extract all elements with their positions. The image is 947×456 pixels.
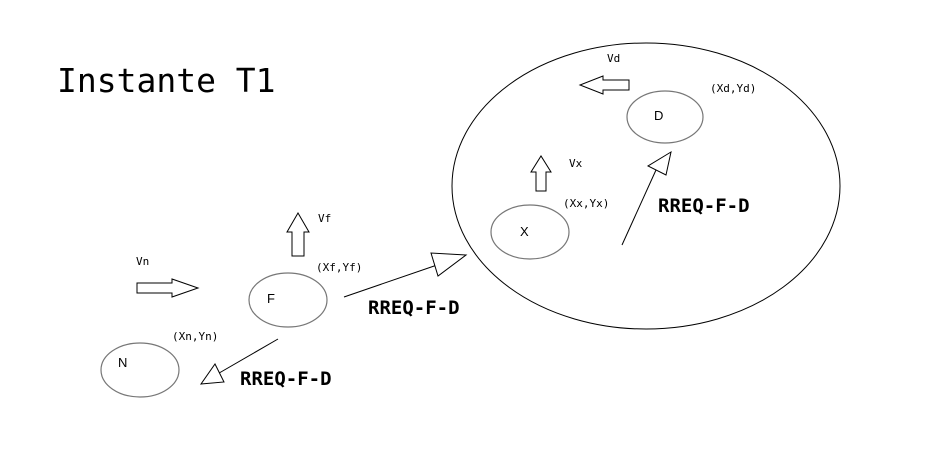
node-n-coord: (Xn,Yn)	[172, 330, 218, 343]
node-d-coord: (Xd,Yd)	[710, 82, 756, 95]
diagram-title: Instante T1	[57, 61, 276, 100]
x-to-d-line	[621, 169, 657, 246]
node-f-coord: (Xf,Yf)	[316, 261, 362, 274]
vx-arrow	[530, 155, 552, 192]
node-f	[248, 272, 328, 328]
node-x-label: X	[520, 224, 529, 239]
node-x-coord: (Xx,Yx)	[563, 197, 609, 210]
node-d-label: D	[654, 108, 663, 123]
vf-arrow	[286, 212, 310, 257]
f-to-n-arrowhead	[199, 363, 225, 385]
node-n-label: N	[118, 355, 127, 370]
node-n	[100, 342, 180, 398]
node-d	[626, 90, 704, 144]
vx-label: Vx	[569, 157, 583, 170]
vd-arrow	[578, 75, 630, 95]
node-x	[490, 204, 570, 260]
vn-label: Vn	[136, 255, 149, 268]
f-to-x-line	[343, 263, 441, 298]
f-to-x-message: RREQ-F-D	[368, 297, 460, 319]
f-to-n-message: RREQ-F-D	[240, 368, 332, 390]
f-to-x-arrowhead	[430, 252, 468, 277]
node-f-label: F	[267, 291, 275, 306]
x-to-d-message: RREQ-F-D	[658, 195, 750, 217]
vn-arrow	[136, 278, 200, 298]
range-circle	[451, 42, 841, 330]
vd-label: Vd	[607, 52, 620, 65]
vf-label: Vf	[318, 212, 331, 225]
f-to-n-line	[213, 338, 279, 377]
x-to-d-arrowhead	[646, 150, 672, 176]
